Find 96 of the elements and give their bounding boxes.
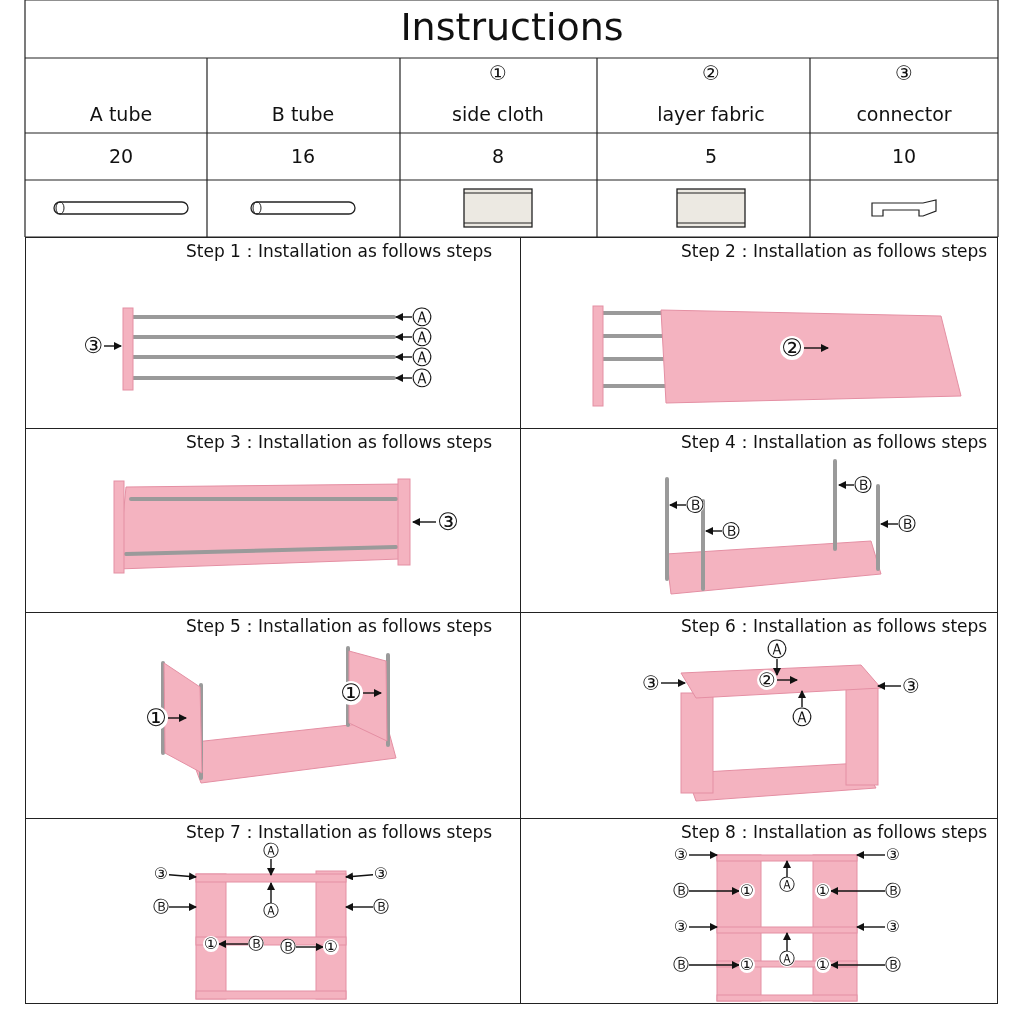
part-name: A tube — [89, 103, 153, 125]
part-quantity: 20 — [108, 145, 134, 167]
callout-marker: ③ — [885, 847, 901, 863]
callout-marker: Ⓐ — [263, 903, 279, 919]
callout-marker: Ⓐ — [767, 639, 787, 659]
callout-marker: ③ — [673, 847, 689, 863]
callout-marker: ③ — [373, 866, 389, 882]
leader-arrow — [168, 903, 197, 911]
callout-marker: Ⓑ — [854, 476, 872, 494]
callout-marker: Ⓑ — [885, 883, 901, 899]
leader-arrow — [267, 882, 275, 904]
callout-marker: Ⓑ — [280, 939, 296, 955]
part-symbol: ② — [702, 61, 720, 85]
leader-arrow — [395, 353, 413, 361]
callout-marker: ③ — [885, 919, 901, 935]
part-quantity: 5 — [704, 145, 718, 167]
leader-arrow — [688, 961, 740, 969]
leader-arrow — [345, 903, 374, 911]
callout-marker: ③ — [673, 919, 689, 935]
leader-arrow — [856, 851, 886, 859]
leader-arrow — [412, 518, 437, 526]
callout-marker: ③ — [82, 335, 104, 357]
step-heading: Step 2：Installation as follows steps — [681, 240, 988, 263]
leader-arrow — [803, 344, 829, 352]
callout-marker: Ⓐ — [263, 843, 279, 859]
leader-arrow — [267, 858, 275, 876]
leader-arrow — [776, 676, 798, 684]
step-heading: Step 1：Installation as follows steps — [186, 240, 493, 263]
leader-arrow — [688, 887, 740, 895]
callout-marker: ③ — [641, 673, 661, 693]
leader-arrow — [798, 690, 806, 708]
leader-arrow — [395, 374, 413, 382]
title: Instructions — [399, 5, 625, 49]
leader-arrow — [830, 887, 886, 895]
callout-marker: Ⓑ — [722, 522, 740, 540]
callout-marker: Ⓐ — [779, 877, 795, 893]
callout-marker: Ⓑ — [673, 883, 689, 899]
leader-arrow — [877, 682, 902, 690]
callout-marker: Ⓑ — [248, 936, 264, 952]
leader-arrow — [783, 860, 791, 878]
part-quantity: 16 — [290, 145, 316, 167]
callout-marker: Ⓑ — [673, 957, 689, 973]
part-name: connector — [856, 103, 952, 125]
part-quantity: 10 — [891, 145, 917, 167]
leader-arrow — [856, 923, 886, 931]
step-heading: Step 7：Installation as follows steps — [186, 821, 493, 842]
leader-arrow — [783, 932, 791, 952]
leader-arrow — [830, 961, 886, 969]
callout-marker: Ⓐ — [412, 327, 432, 347]
step-heading: Step 3：Installation as follows steps — [186, 431, 493, 454]
leader-arrow — [688, 851, 718, 859]
leader-arrow — [345, 872, 374, 881]
callout-marker: ① — [339, 681, 363, 705]
leader-arrow — [395, 333, 413, 341]
step-heading: Step 5：Installation as follows steps — [186, 615, 493, 638]
part-name: layer fabric — [657, 103, 765, 125]
leader-arrow — [669, 501, 687, 509]
callout-marker: Ⓐ — [792, 707, 812, 727]
step-panel — [520, 818, 998, 1004]
step-heading: Step 4：Installation as follows steps — [681, 431, 988, 454]
leader-arrow — [362, 689, 382, 697]
callout-marker: Ⓐ — [412, 307, 432, 327]
leader-arrow — [880, 520, 899, 528]
step-panel — [25, 237, 521, 429]
step-heading: Step 6：Installation as follows steps — [681, 615, 988, 638]
callout-marker: ③ — [901, 676, 921, 696]
callout-marker: Ⓑ — [153, 899, 169, 915]
leader-arrow — [103, 342, 122, 350]
callout-marker: Ⓑ — [373, 899, 389, 915]
step-panel — [25, 818, 521, 1004]
leader-arrow — [773, 658, 781, 676]
callout-marker: Ⓐ — [779, 951, 795, 967]
callout-marker: Ⓐ — [412, 347, 432, 367]
leader-arrow — [705, 527, 723, 535]
leader-arrow — [688, 923, 718, 931]
callout-marker: Ⓑ — [686, 496, 704, 514]
part-symbol: ① — [489, 61, 507, 85]
callout-marker: ③ — [153, 866, 169, 882]
leader-arrow — [167, 714, 187, 722]
callout-marker: ① — [144, 706, 168, 730]
callout-marker: ③ — [436, 510, 460, 534]
part-name: B tube — [271, 103, 335, 125]
step-heading: Step 8：Installation as follows steps — [681, 821, 988, 844]
leader-arrow — [295, 943, 324, 951]
callout-marker: Ⓐ — [412, 368, 432, 388]
leader-arrow — [168, 872, 197, 881]
leader-arrow — [660, 679, 686, 687]
part-quantity: 8 — [491, 145, 505, 167]
leader-arrow — [395, 313, 413, 321]
leader-arrow — [218, 940, 249, 948]
part-symbol: ③ — [895, 61, 913, 85]
part-name: side cloth — [452, 103, 544, 125]
callout-marker: Ⓑ — [898, 515, 916, 533]
step-panel — [520, 237, 998, 429]
leader-arrow — [838, 481, 855, 489]
callout-marker: Ⓑ — [885, 957, 901, 973]
